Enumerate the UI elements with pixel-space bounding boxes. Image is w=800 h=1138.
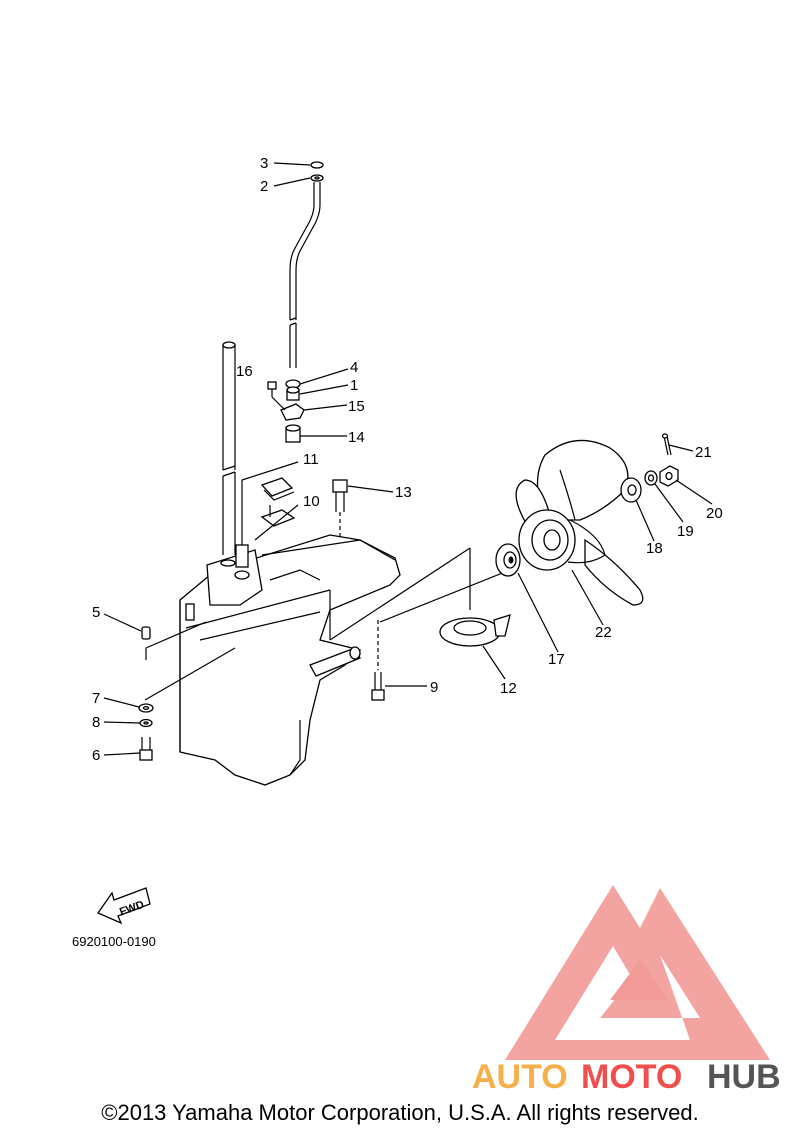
- logo-auto-text: AUTO: [472, 1058, 568, 1096]
- logo-triangle-inner: [555, 946, 700, 1040]
- callout-15: 15: [348, 398, 365, 415]
- callout-12: 12: [500, 680, 517, 697]
- casing-leaders: [144, 547, 511, 701]
- thrust-washer: [495, 543, 521, 577]
- logo-triangle-cut: [610, 960, 668, 1000]
- callout-labels: 3 2 4 16 1 15 14 11 13 10 5 7 8 6 9 12 1…: [92, 155, 723, 764]
- callout-6: 6: [92, 747, 100, 764]
- callout-19: 19: [677, 523, 694, 540]
- prop-hardware: [620, 433, 679, 503]
- callout-leaders: [103, 162, 713, 756]
- fwd-arrow-icon: FWD: [97, 887, 151, 925]
- shift-rod-assembly: [267, 161, 324, 443]
- trim-tab-anode: [439, 614, 511, 647]
- callout-9: 9: [430, 679, 438, 696]
- callout-14: 14: [348, 429, 365, 446]
- small-fasteners: [138, 626, 385, 761]
- seal-parts: [241, 461, 299, 550]
- callout-3: 3: [260, 155, 268, 172]
- drive-shaft: [222, 341, 236, 555]
- callout-10: 10: [303, 493, 320, 510]
- copyright-notice: ©2013 Yamaha Motor Corporation, U.S.A. A…: [101, 1100, 699, 1125]
- logo-hub-text: HUB: [707, 1058, 781, 1096]
- callout-16: 16: [236, 363, 253, 380]
- callout-20: 20: [706, 505, 723, 522]
- logo-moto-text: MOTO: [581, 1058, 682, 1096]
- callout-13: 13: [395, 484, 412, 501]
- callout-17: 17: [548, 651, 565, 668]
- callout-4: 4: [350, 359, 358, 376]
- callout-2: 2: [260, 178, 268, 195]
- callout-18: 18: [646, 540, 663, 557]
- callout-7: 7: [92, 690, 100, 707]
- watermark-logo: AUTO MOTO HUB: [472, 885, 781, 1096]
- callout-22: 22: [595, 624, 612, 641]
- callout-1: 1: [350, 377, 358, 394]
- propeller: [515, 439, 644, 606]
- lower-casing: [179, 534, 401, 786]
- part-code: 6920100-0190: [72, 934, 156, 949]
- callout-21: 21: [695, 444, 712, 461]
- callout-5: 5: [92, 604, 100, 621]
- callout-8: 8: [92, 714, 100, 731]
- callout-11: 11: [303, 451, 319, 468]
